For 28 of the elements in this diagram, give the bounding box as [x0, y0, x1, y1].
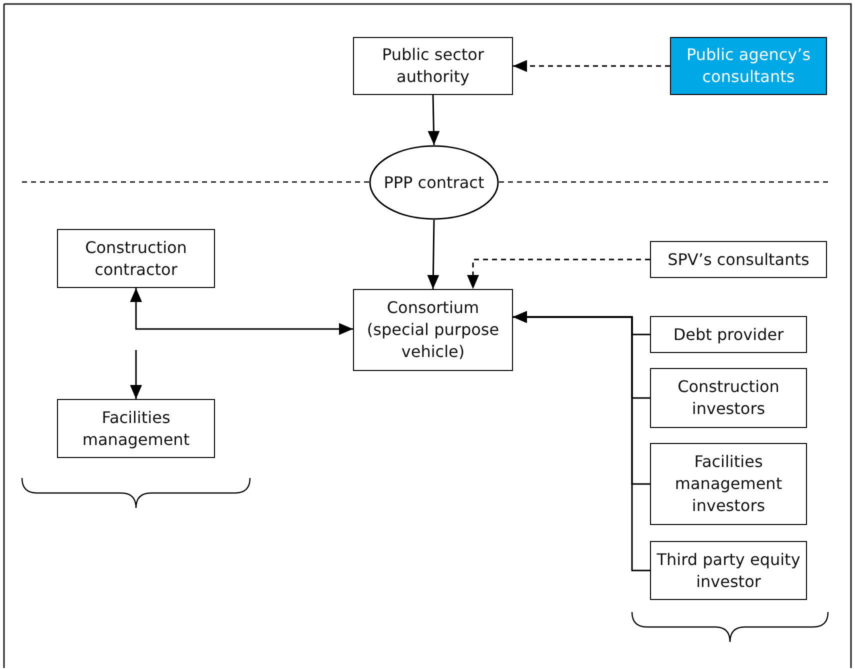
process-box	[57, 229, 215, 288]
process-box	[650, 368, 807, 428]
process-box	[650, 443, 807, 525]
node-label: Third party equity investor	[656, 548, 802, 592]
node-label: Public agency’s consultants	[685, 44, 812, 88]
process-box	[353, 289, 513, 371]
arrow	[427, 220, 440, 290]
node-label: SPV’s consultants	[666, 248, 810, 270]
process-box	[650, 241, 827, 278]
node-label: Debt provider	[672, 324, 785, 346]
node-label: PPP contract	[382, 172, 486, 194]
process-box	[353, 37, 513, 95]
arrow	[130, 288, 353, 335]
node-label: Consortium (special purpose vehicle)	[366, 297, 500, 363]
process-box	[650, 541, 807, 600]
node-label: Construction investors	[676, 376, 780, 420]
node-label: Public sector authority	[380, 44, 486, 88]
node-label: Facilities management	[81, 406, 191, 450]
arrow	[130, 350, 142, 399]
process-box	[670, 37, 827, 95]
arrow	[513, 311, 650, 572]
process-box	[57, 399, 215, 458]
node-label: Construction contractor	[84, 236, 188, 280]
dashed-arrow	[467, 258, 650, 289]
arrow	[428, 94, 440, 146]
node-label: Facilities management investors	[674, 451, 784, 517]
process-box	[650, 316, 807, 353]
dashed-arrow	[513, 60, 670, 72]
